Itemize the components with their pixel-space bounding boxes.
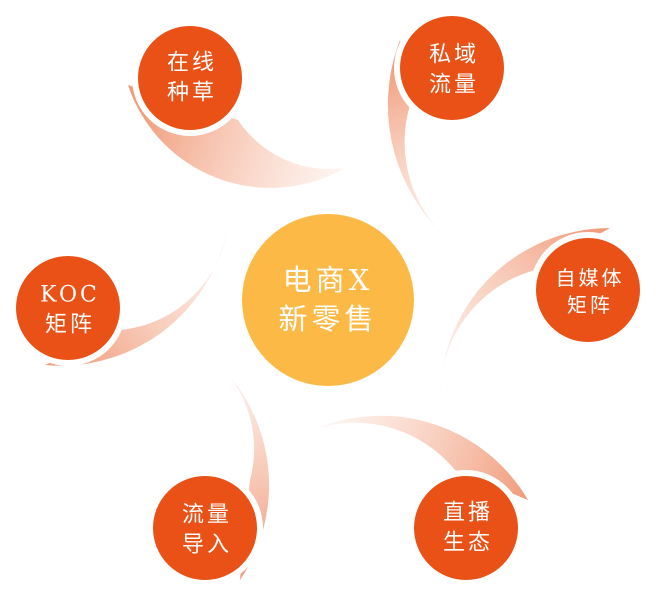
center-line1: 电商X (282, 262, 374, 297)
node-line1: 直播 (442, 500, 494, 526)
node-label-private-traffic: 私域 流量 (429, 40, 479, 99)
node-line1: 在线 (166, 50, 218, 76)
tail-live-streaming (318, 415, 528, 500)
center-line2: 新零售 (278, 302, 378, 336)
node-line1: KOC (40, 282, 100, 308)
node-circle-online-seeding (132, 20, 248, 136)
tail-self-media (439, 228, 610, 400)
node-line1: 自媒体 (555, 266, 625, 290)
node-circle-private-traffic (394, 10, 510, 126)
node-line2: 种草 (166, 80, 218, 105)
node-line1: 流量 (181, 502, 233, 528)
node-label-live-streaming: 直播 生态 (443, 498, 493, 557)
node-line1: 私域 (428, 42, 480, 68)
node-line2: 流量 (428, 72, 480, 97)
node-circle-koc (10, 250, 126, 366)
node-label-self-media: 自媒体 矩阵 (556, 265, 625, 319)
center-label: 电商X 新零售 (278, 261, 377, 339)
tail-koc (45, 225, 228, 366)
node-line2: 生态 (442, 530, 494, 555)
node-line2: 矩阵 (567, 293, 613, 317)
center-circle (242, 214, 414, 386)
node-line2: 矩阵 (44, 312, 95, 337)
node-label-online-seeding: 在线 种草 (167, 48, 217, 107)
node-circle-self-media (530, 232, 646, 348)
node-line2: 导入 (181, 532, 233, 557)
node-label-traffic-import: 流量 导入 (182, 500, 232, 559)
node-label-koc: KOC 矩阵 (40, 280, 100, 339)
node-circle-traffic-import (147, 470, 263, 586)
node-circle-live-streaming (408, 470, 524, 586)
